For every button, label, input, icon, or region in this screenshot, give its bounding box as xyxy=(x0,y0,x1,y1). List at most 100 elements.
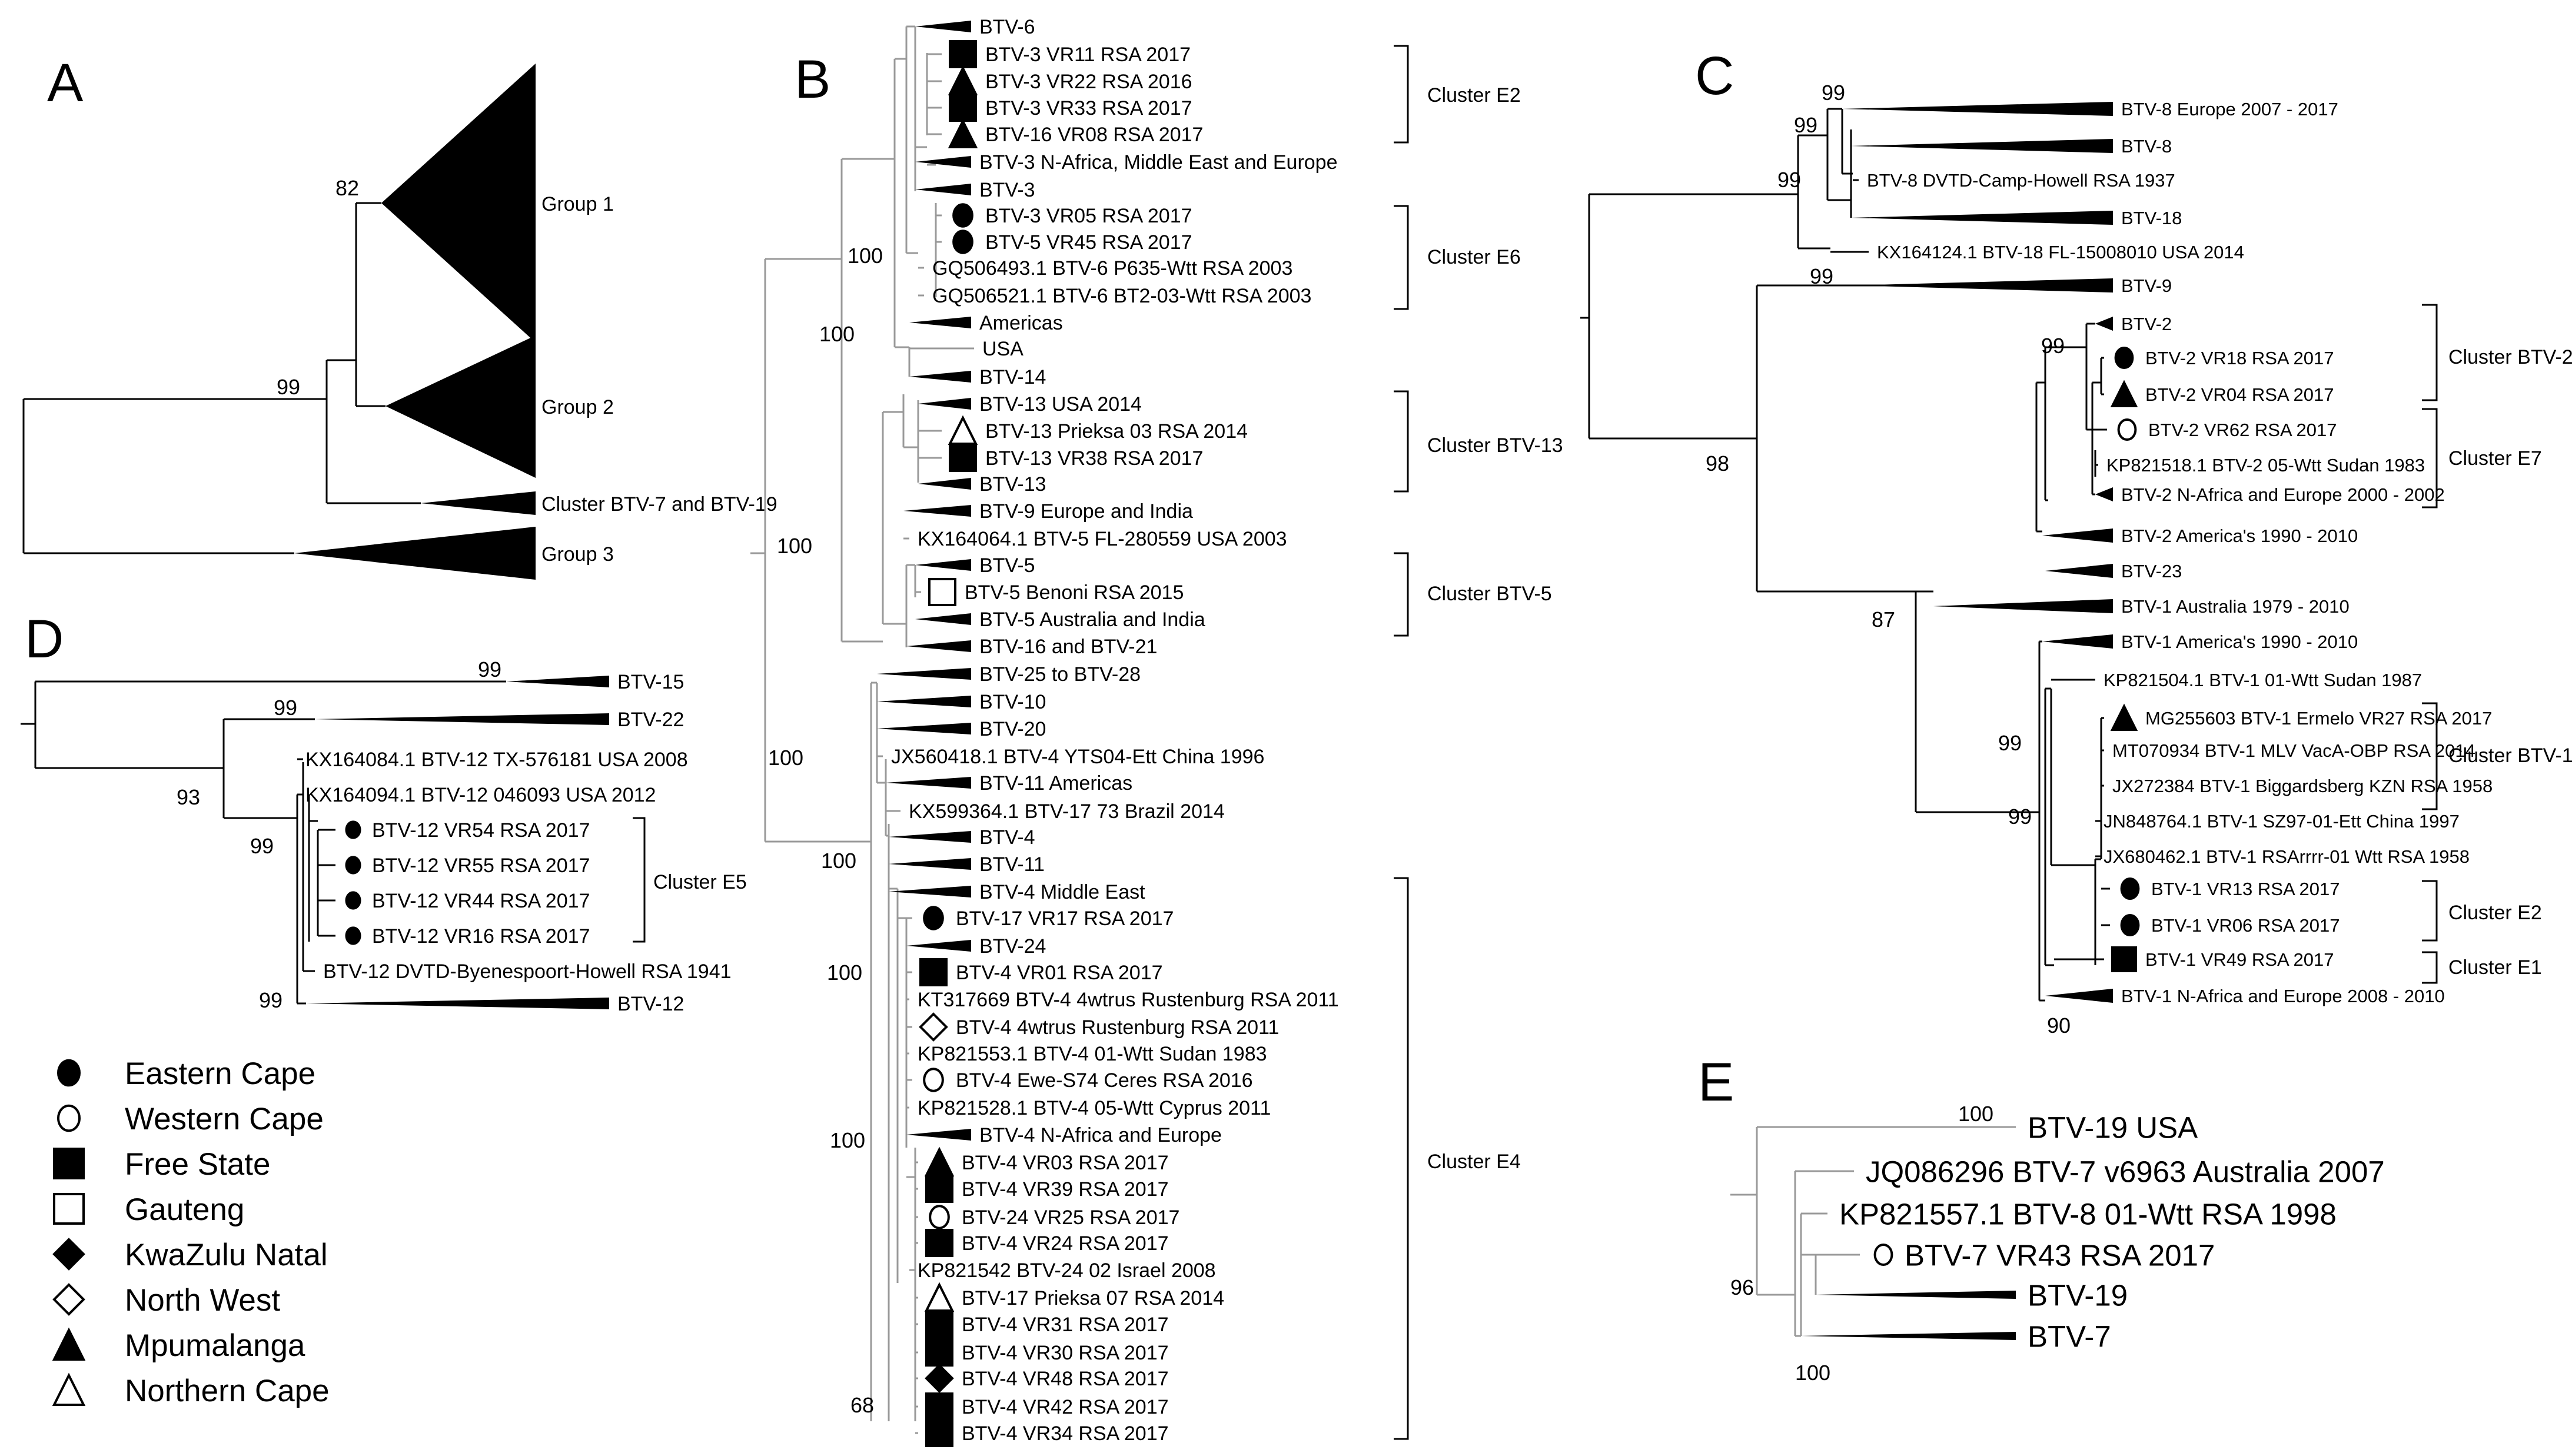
legend-label: North West xyxy=(125,1283,280,1318)
bracket-btv13 xyxy=(1394,390,1409,493)
leaf-label: BTV-2 America's 1990 - 2010 xyxy=(2121,526,2358,546)
leaf-label: BTV-4 VR42 RSA 2017 xyxy=(962,1396,1169,1418)
leaf-label: BTV-4 VR48 RSA 2017 xyxy=(962,1368,1169,1390)
collapsed-clade xyxy=(906,940,971,952)
circle-marker xyxy=(923,906,944,930)
square-open-marker xyxy=(53,1193,85,1225)
leaf-label: BTV-8 xyxy=(2121,136,2172,157)
leaf-label: BTV-5 Australia and India xyxy=(979,609,1205,631)
cluster-btv1-label: Cluster BTV-1 xyxy=(2448,744,2572,767)
bootstrap: 100 xyxy=(821,849,856,873)
leaf-label: USA xyxy=(982,338,1024,360)
diamond-open-marker xyxy=(52,1283,85,1316)
collapsed-clade xyxy=(889,886,971,897)
bracket-btv1 xyxy=(2422,702,2438,810)
leaf-label: BTV-12 VR16 RSA 2017 xyxy=(372,925,590,948)
collapsed-clade xyxy=(1933,599,2113,613)
bootstrap: 96 xyxy=(1730,1275,1754,1299)
cluster-e5-label: Cluster E5 xyxy=(653,871,747,893)
bootstrap: 99 xyxy=(277,375,300,399)
circle-open-marker xyxy=(2117,418,2137,441)
legend-item: KwaZulu Natal xyxy=(52,1238,328,1272)
collapsed-clade xyxy=(903,505,971,517)
collapsed-clade xyxy=(315,713,609,725)
group-2-label: Group 2 xyxy=(541,396,614,418)
square-marker xyxy=(925,1310,953,1338)
collapsed-clade xyxy=(918,398,971,410)
leaf-label: BTV-19 xyxy=(2028,1278,2128,1312)
leaf-label: KX164094.1 BTV-12 046093 USA 2012 xyxy=(305,784,656,806)
diamond-open-marker xyxy=(919,1012,948,1042)
leaf-label: BTV-2 xyxy=(2121,314,2172,334)
bracket-e2c xyxy=(2422,880,2438,942)
cluster-e7-label: Cluster E7 xyxy=(2448,447,2542,470)
leaf-label: BTV-5 VR45 RSA 2017 xyxy=(985,231,1192,254)
leaf-label: Americas xyxy=(979,312,1063,334)
leaf-label: KX164064.1 BTV-5 FL-280559 USA 2003 xyxy=(918,528,1287,550)
leaf-label: JN848764.1 BTV-1 SZ97-01-Ett China 1997 xyxy=(2104,811,2460,832)
leaf-label: BTV-9 xyxy=(2121,275,2172,296)
leaf-label: BTV-4 VR34 RSA 2017 xyxy=(962,1422,1169,1445)
triangle-marker xyxy=(924,1146,955,1176)
leaf-label: BTV-7 VR43 RSA 2017 xyxy=(1905,1238,2215,1272)
leaf-label: KX164124.1 BTV-18 FL-15008010 USA 2014 xyxy=(1877,242,2244,262)
bracket-btv2 xyxy=(2422,304,2438,401)
leaf-label: BTV-11 Americas xyxy=(979,772,1132,795)
leaf-label: KP821557.1 BTV-8 01-Wtt RSA 1998 xyxy=(1839,1197,2337,1231)
leaf-label: KP821518.1 BTV-2 05-Wtt Sudan 1983 xyxy=(2106,455,2425,476)
leaf-label: BTV-5 Benoni RSA 2015 xyxy=(965,581,1184,604)
leaf-label: BTV-3 VR33 RSA 2017 xyxy=(985,97,1192,119)
leaf-label: BTV-1 America's 1990 - 2010 xyxy=(2121,631,2358,652)
group-1-label: Group 1 xyxy=(541,193,614,215)
leaf-label: BTV-12 DVTD-Byenespoort-Howell RSA 1941 xyxy=(323,960,732,983)
square-marker xyxy=(925,1175,953,1203)
bootstrap: 100 xyxy=(777,534,812,558)
panel-b-backbone xyxy=(750,25,937,1421)
collapsed-clade xyxy=(2095,317,2113,331)
leaf-label: BTV-18 xyxy=(2121,208,2182,228)
collapsed-clade xyxy=(915,613,971,625)
cluster-btv7-btv19-clade xyxy=(421,491,536,515)
leaf-label: BTV-20 xyxy=(979,718,1046,740)
collapsed-clade xyxy=(1816,1291,2016,1299)
panel-a: A Group 1 Group 2 Cluster BTV-7 and BTV-… xyxy=(22,53,777,580)
panel-letter-e: E xyxy=(1698,1052,1734,1112)
bootstrap: 100 xyxy=(1958,1102,1993,1126)
circle-marker xyxy=(345,926,361,945)
collapsed-clade xyxy=(909,371,971,383)
bootstrap: 99 xyxy=(1810,264,1833,288)
group-2-clade xyxy=(386,335,536,478)
leaf-label: BTV-4 VR01 RSA 2017 xyxy=(956,962,1163,984)
bootstrap: 99 xyxy=(478,657,501,682)
leaf-label: BTV-4 VR31 RSA 2017 xyxy=(962,1314,1169,1336)
square-marker xyxy=(925,1392,953,1421)
leaf-label: BTV-4 Ewe-S74 Ceres RSA 2016 xyxy=(956,1069,1253,1092)
bracket-btv5 xyxy=(1394,552,1409,637)
legend-item: Gauteng xyxy=(53,1192,244,1227)
collapsed-clade xyxy=(906,640,971,652)
cluster-btv2-label: Cluster BTV-2 xyxy=(2448,346,2572,368)
collapsed-clade xyxy=(2045,564,2113,578)
bracket-e2 xyxy=(1394,45,1409,144)
leaf-label: BTV-17 Prieksa 07 RSA 2014 xyxy=(962,1287,1224,1309)
collapsed-clade xyxy=(915,156,971,168)
bootstrap: 100 xyxy=(827,960,862,985)
bootstrap: 93 xyxy=(177,785,200,809)
leaf-label: BTV-17 VR17 RSA 2017 xyxy=(956,907,1174,930)
leaf-label: JQ086296 BTV-7 v6963 Australia 2007 xyxy=(1866,1155,2385,1188)
leaf-label: BTV-3 VR22 RSA 2016 xyxy=(985,71,1192,93)
circle-marker xyxy=(345,820,361,839)
panel-c-brackets xyxy=(2422,304,2438,984)
square-marker xyxy=(949,444,977,472)
leaf-label: KX164084.1 BTV-12 TX-576181 USA 2008 xyxy=(305,749,688,771)
square-marker xyxy=(53,1148,85,1179)
diamond-marker xyxy=(52,1238,85,1271)
bootstrap: 99 xyxy=(1794,113,1817,137)
leaf-label: BTV-12 VR44 RSA 2017 xyxy=(372,890,590,912)
legend-item: Free State xyxy=(53,1147,270,1182)
collapsed-clade xyxy=(1851,139,2113,153)
